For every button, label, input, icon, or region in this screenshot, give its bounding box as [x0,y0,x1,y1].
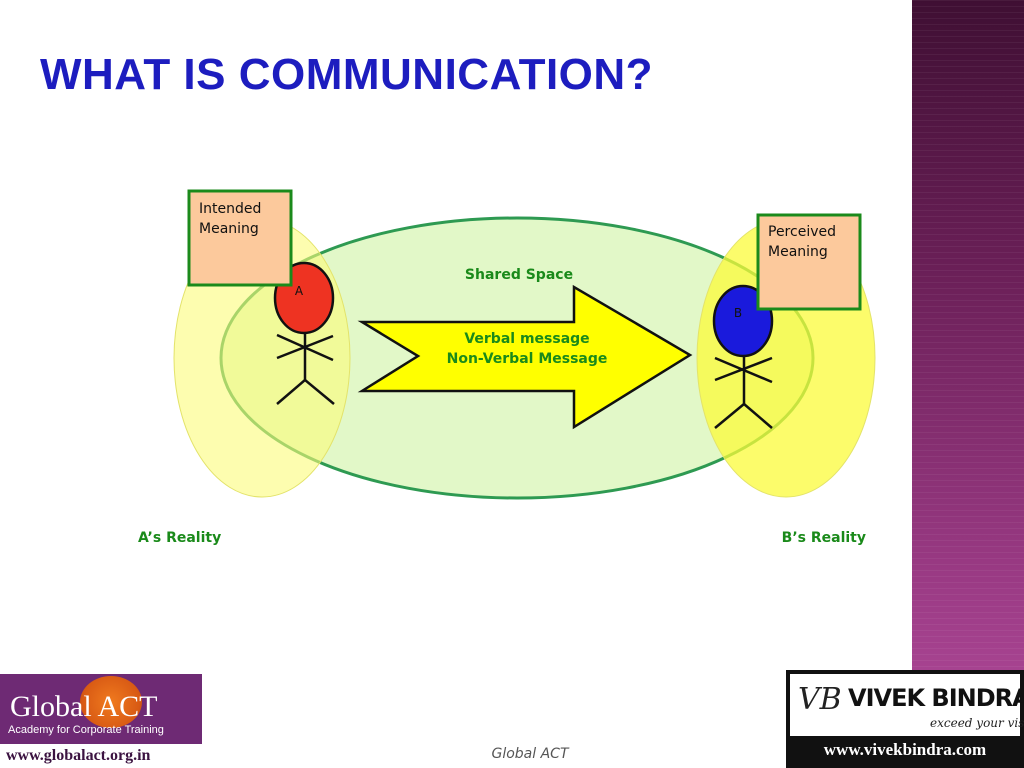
a-reality-label: A’s Reality [138,530,221,546]
global-act-url: www.globalact.org.in [0,742,202,768]
shared-space-label: Shared Space [465,267,573,283]
person-b-letter: B [734,306,742,320]
perceived-meaning-box: Perceived Meaning [758,215,860,309]
vivek-bindra-url: www.vivekbindra.com [786,740,1024,760]
intended-meaning-line1: Intended [199,201,261,217]
arrow-text-verbal: Verbal message [464,331,589,347]
perceived-meaning-line2: Meaning [768,244,828,260]
arrow-text-nonverbal: Non-Verbal Message [447,351,608,367]
intended-meaning-line2: Meaning [199,221,259,237]
vb-monogram-icon: VB [798,682,842,717]
perceived-meaning-line1: Perceived [768,224,836,240]
intended-meaning-box: Intended Meaning [189,191,291,285]
person-a-letter: A [295,284,304,298]
vivek-bindra-name: VIVEK BINDRA [848,684,1024,712]
global-act-brand: Global ACT [10,690,158,724]
global-act-tagline: Academy for Corporate Training [8,724,164,736]
vivek-bindra-logo: VB VIVEK BINDRA exceed your vision www.v… [786,670,1024,768]
global-act-logo: Global ACT Academy for Corporate Trainin… [0,674,202,768]
vivek-bindra-slogan: exceed your vision [930,716,1024,730]
b-reality-label: B’s Reality [782,530,866,546]
vivek-bindra-logo-panel: VB VIVEK BINDRA exceed your vision [790,674,1020,736]
